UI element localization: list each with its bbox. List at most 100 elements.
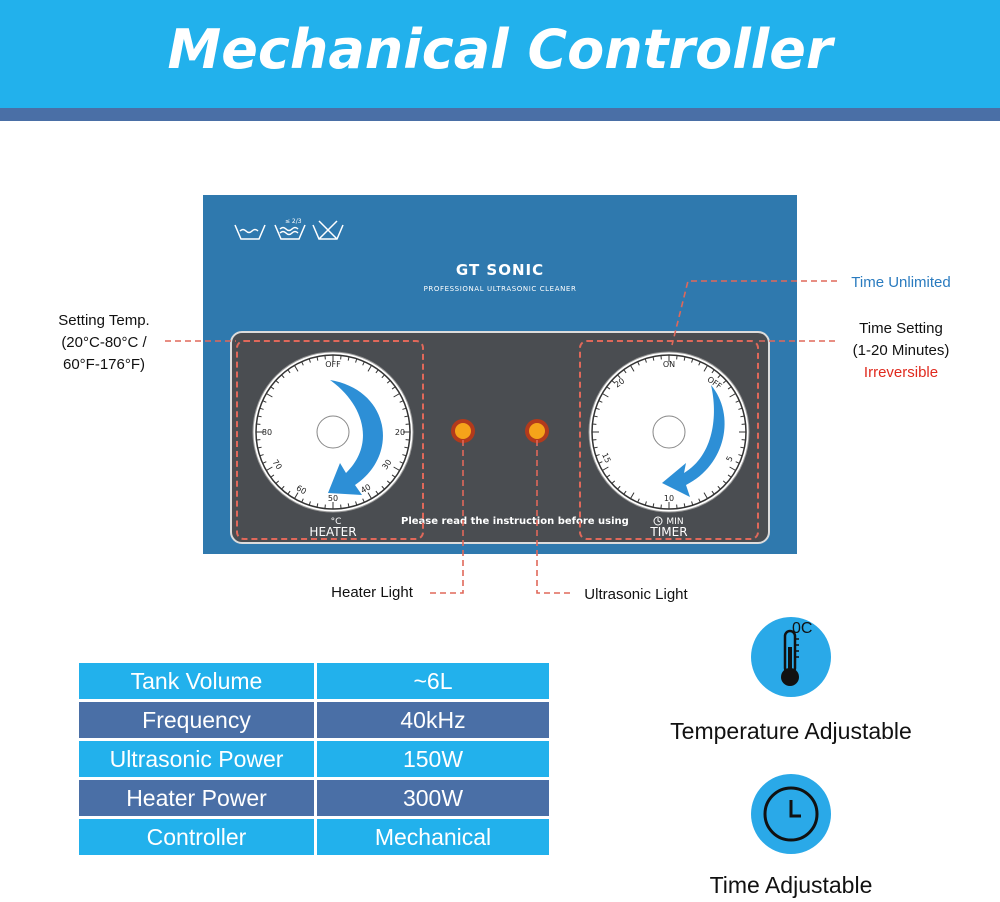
dial-tick-mark xyxy=(287,490,291,495)
dial-tick-mark xyxy=(393,393,400,398)
dial-tick-mark xyxy=(381,485,385,490)
timer-arrow-icon xyxy=(662,385,725,497)
dial-tick-mark xyxy=(722,380,727,384)
dial-tick-mark xyxy=(399,461,404,464)
dial-tick-mark xyxy=(262,400,267,403)
dial-tick-mark xyxy=(399,400,404,403)
heater-tick-50: 50 xyxy=(328,494,338,503)
spec-label-tank-volume: Tank Volume xyxy=(79,663,314,699)
dial-tick-mark xyxy=(355,501,358,506)
dial-tick-mark xyxy=(386,380,391,384)
dial-tick-mark xyxy=(270,386,275,390)
time-setting-callout: Time Setting (1-20 Minutes) Irreversible xyxy=(838,318,964,383)
dial-tick-mark xyxy=(740,415,745,418)
dial-tick-mark xyxy=(308,358,311,363)
dial-tick-mark xyxy=(367,492,372,499)
dial-tick-mark xyxy=(381,374,385,379)
heater-light-callout: Heater Light xyxy=(331,584,413,601)
heater-tick-60: 60 xyxy=(295,483,308,496)
spec-label-heater-power: Heater Power xyxy=(79,780,314,816)
dial-tick-mark xyxy=(644,501,647,506)
dial-tick-mark xyxy=(637,498,640,503)
dial-tick-mark xyxy=(717,374,721,379)
setting-temp-line-3: 60°F-176°F) xyxy=(62,355,146,373)
dial-tick-mark xyxy=(287,369,291,374)
dial-tick-mark xyxy=(593,415,598,418)
dial-tick-mark xyxy=(729,393,736,398)
dial-tick-mark xyxy=(375,369,379,374)
dial-tick-mark xyxy=(617,485,621,490)
dial-tick-mark xyxy=(362,498,365,503)
time-adjustable-label: Time Adjustable xyxy=(709,872,873,898)
spec-label-ultrasonic-power: Ultrasonic Power xyxy=(79,741,314,777)
spec-value-frequency: 40kHz xyxy=(317,702,549,738)
heater-tick-off: OFF xyxy=(325,360,341,369)
dial-tick-mark xyxy=(652,356,655,361)
table-row: Ultrasonic Power 150W xyxy=(79,741,549,777)
dial-tick-mark xyxy=(281,374,285,379)
heater-knob[interactable] xyxy=(316,415,350,449)
dial-tick-mark xyxy=(257,415,262,418)
dial-tick-mark xyxy=(611,380,616,384)
heater-tick-20: 20 xyxy=(395,428,405,437)
dial-tick-mark xyxy=(266,466,273,471)
heater-light-line xyxy=(428,440,464,594)
heater-dial[interactable]: OFF 20 30 40 50 60 70 80 °C HEATER xyxy=(250,345,416,540)
dial-tick-mark xyxy=(257,446,262,449)
dial-tick-mark xyxy=(266,393,273,398)
timer-label: TIMER xyxy=(649,525,687,539)
dial-tick-mark xyxy=(294,492,299,499)
brand-subtitle: PROFESSIONAL ULTRASONIC CLEANER xyxy=(423,285,577,293)
dial-tick-mark xyxy=(602,393,609,398)
dial-tick-mark xyxy=(698,498,701,503)
dial-tick-mark xyxy=(308,501,311,506)
dial-tick-mark xyxy=(698,361,701,366)
wash-level-icon xyxy=(274,224,306,240)
dial-tick-mark xyxy=(691,501,694,506)
ultrasonic-light xyxy=(525,419,549,443)
timer-dial[interactable]: ON OFF 5 10 15 20 MIN TIMER xyxy=(586,345,752,540)
dial-tick-mark xyxy=(740,446,745,449)
dial-tick-mark xyxy=(727,386,732,390)
dial-tick-mark xyxy=(386,480,391,484)
thermometer-icon: 0C xyxy=(751,617,831,697)
timer-knob[interactable] xyxy=(652,415,686,449)
heater-tick-40: 40 xyxy=(359,482,372,495)
spec-label-controller: Controller xyxy=(79,819,314,855)
heater-callout-box xyxy=(236,340,424,540)
instruction-text: Please read the instruction before using xyxy=(401,516,629,527)
heater-tick-80: 80 xyxy=(262,428,272,437)
dial-tick-mark xyxy=(262,461,267,464)
dial-tick-mark xyxy=(391,386,396,390)
specs-table: Tank Volume ~6L Frequency 40kHz Ultrason… xyxy=(76,660,552,858)
time-unlimited-line xyxy=(671,280,837,346)
irreversible-note: Irreversible xyxy=(863,363,939,381)
heater-label: HEATER xyxy=(309,525,356,539)
page-title: Mechanical Controller xyxy=(167,18,833,81)
dial-tick-mark xyxy=(729,466,736,471)
dial-tick-mark xyxy=(606,386,611,390)
dial-tick-mark xyxy=(598,461,603,464)
dial-tick-mark xyxy=(683,503,686,508)
clock-icon xyxy=(751,774,831,854)
care-icons-group: ≤ 2/3 xyxy=(234,218,344,240)
dial-tick-mark xyxy=(275,480,280,484)
spec-value-tank-volume: ~6L xyxy=(317,663,549,699)
dial-tick-mark xyxy=(259,407,264,410)
dial-tick-mark xyxy=(275,380,280,384)
dial-tick-mark xyxy=(402,454,407,457)
setting-temp-callout: Setting Temp. (20°C-80°C / 60°F-176°F) xyxy=(40,310,168,375)
wash-tub-icon xyxy=(234,224,266,240)
dial-tick-mark xyxy=(623,369,627,374)
dial-tick-mark xyxy=(738,454,743,457)
dial-tick-mark xyxy=(393,466,400,471)
dial-tick-mark xyxy=(404,446,409,449)
heater-unit: °C xyxy=(331,517,342,527)
dial-tick-mark xyxy=(301,361,304,366)
dial-tick-mark xyxy=(623,490,627,495)
dial-tick-mark xyxy=(375,490,379,495)
timer-tick-5: 5 xyxy=(725,455,735,463)
dial-tick-mark xyxy=(711,490,715,495)
dial-tick-mark xyxy=(316,356,319,361)
